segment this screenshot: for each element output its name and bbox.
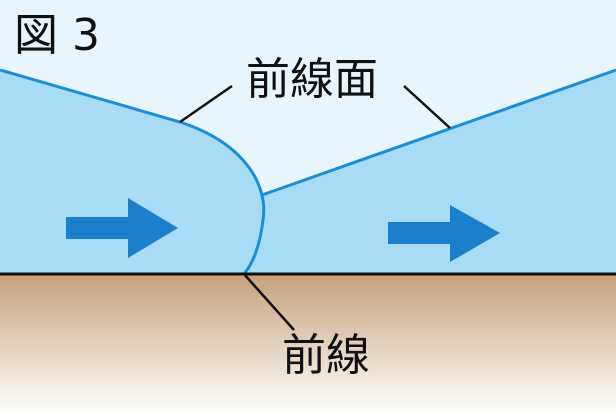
ground [0,274,616,414]
arrow-right-icon [66,198,178,258]
frontal-surface-edge-right [261,68,616,197]
arrow-right-icon [388,205,500,262]
left-air-mass [0,70,264,274]
right-air-mass [248,70,616,274]
leader-line-surface-left [179,84,233,124]
figure-label: 図 3 [14,10,100,61]
frontal-surface-edge-left [0,68,266,275]
front-label: 前線 [282,330,370,381]
leader-line-front [243,273,295,331]
leader-line-surface-right [403,85,451,129]
frontal-surface-label: 前線面 [246,54,378,105]
